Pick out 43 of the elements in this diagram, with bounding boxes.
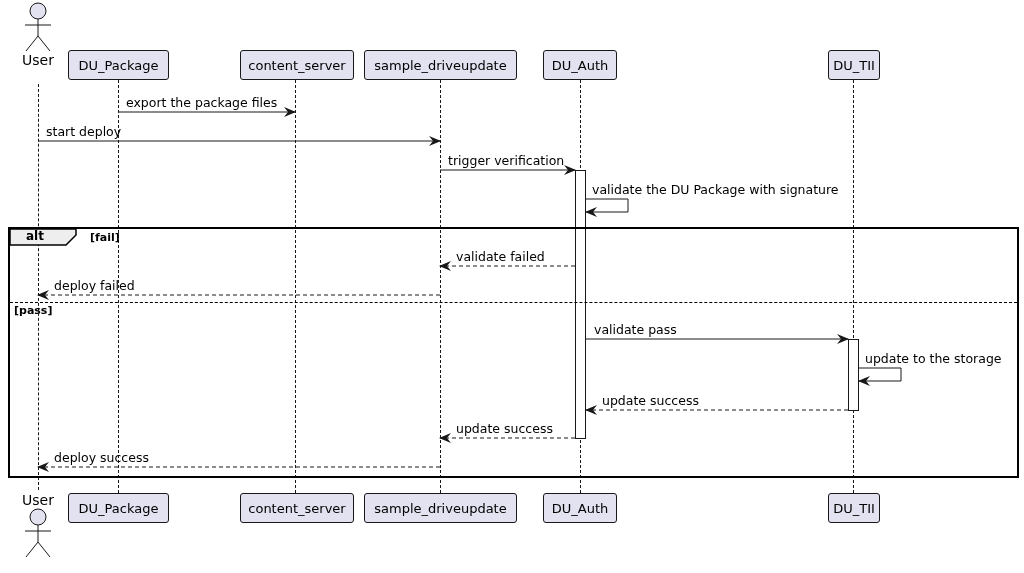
message-label: update success <box>456 421 553 436</box>
activation-bar <box>848 339 859 411</box>
message-label: validate pass <box>594 322 677 337</box>
message-label: start deploy <box>46 124 122 139</box>
message-arrow <box>585 198 629 217</box>
message-arrow <box>37 136 441 146</box>
message-arrow <box>117 107 296 117</box>
participant-box: content_server <box>240 50 354 80</box>
participant-box: DU_Package <box>68 493 169 523</box>
message-arrow <box>858 367 902 386</box>
actor-label: User <box>22 492 54 508</box>
fragment-operator: alt <box>26 229 44 244</box>
participant-box: content_server <box>240 493 354 523</box>
message-label: validate the DU Package with signature <box>592 182 839 197</box>
message-arrow <box>37 290 441 300</box>
alt-fragment-frame <box>8 227 1019 478</box>
actor-label: User <box>22 52 54 68</box>
message-label: deploy success <box>54 450 149 465</box>
message-arrow <box>439 165 576 175</box>
message-label: deploy failed <box>54 278 135 293</box>
guard-label: [pass] <box>14 304 53 317</box>
message-arrow <box>439 261 576 271</box>
guard-label: [fail] <box>90 231 120 244</box>
lifeline <box>295 80 297 493</box>
lifeline <box>440 80 442 493</box>
message-arrow <box>585 405 849 415</box>
lifeline <box>118 80 120 493</box>
message-label: update success <box>602 393 699 408</box>
message-label: trigger verification <box>448 153 565 168</box>
participant-box: DU_Auth <box>543 50 617 80</box>
participant-box: DU_Package <box>68 50 169 80</box>
participant-box: DU_Auth <box>543 493 617 523</box>
activation-bar <box>575 170 586 439</box>
message-label: validate failed <box>456 249 545 264</box>
message-arrow <box>585 334 849 344</box>
participant-box: sample_driveupdate <box>364 50 517 80</box>
participant-box: DU_TII <box>828 493 880 523</box>
participant-box: DU_TII <box>828 50 880 80</box>
message-arrow <box>439 433 576 443</box>
message-arrow <box>37 462 441 472</box>
participant-box: sample_driveupdate <box>364 493 517 523</box>
message-label: update to the storage <box>865 351 1002 366</box>
message-label: export the package files <box>126 95 278 110</box>
